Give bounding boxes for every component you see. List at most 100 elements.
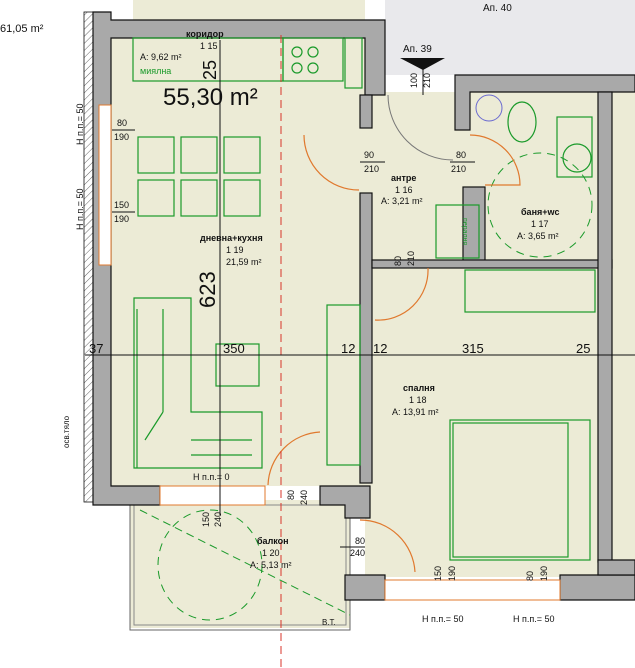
apartment-area: 55,30 m² xyxy=(163,84,258,111)
svg-text:1 20: 1 20 xyxy=(262,548,280,558)
burner-icon xyxy=(291,62,303,74)
door-bedroom[interactable] xyxy=(374,267,429,321)
toilet-icon xyxy=(507,101,537,143)
svg-text:1 17: 1 17 xyxy=(531,219,549,229)
neighbor-floor xyxy=(133,0,365,20)
bed-mattress xyxy=(452,422,569,558)
opening-labels: Н п.п.= 50 80 190 Н п.п.= 50 150 190 90 … xyxy=(75,103,555,624)
corner-sofa xyxy=(133,297,263,469)
svg-text:балкон: балкон xyxy=(257,536,289,546)
svg-text:80: 80 xyxy=(117,118,127,128)
vent-label: осв.тяло xyxy=(62,415,71,448)
svg-text:90: 90 xyxy=(364,150,374,160)
svg-text:Н п.п.= 50: Н п.п.= 50 xyxy=(422,614,464,624)
neighbor-floor-right xyxy=(612,92,635,572)
burner-icon xyxy=(291,46,303,58)
door-balcony-bedroom[interactable] xyxy=(359,519,416,573)
window-left xyxy=(98,104,112,266)
svg-text:240: 240 xyxy=(299,490,309,505)
svg-text:коридор: коридор xyxy=(186,29,224,39)
svg-text:190: 190 xyxy=(447,566,457,581)
svg-text:21,59 m²: 21,59 m² xyxy=(226,257,262,267)
neighbor-area: 61,05 m² xyxy=(0,23,44,35)
svg-text:190: 190 xyxy=(114,132,129,142)
svg-text:190: 190 xyxy=(539,566,549,581)
svg-text:80: 80 xyxy=(355,536,365,546)
svg-text:150: 150 xyxy=(201,512,211,527)
wall xyxy=(597,559,635,576)
washing-machine xyxy=(435,204,480,259)
door-living[interactable] xyxy=(303,134,360,191)
balcony-table-outline xyxy=(157,509,263,621)
svg-text:210: 210 xyxy=(364,164,379,174)
door-balcony-living[interactable] xyxy=(267,431,321,486)
room-entrance: антре 1 16 A: 3,21 m² xyxy=(381,173,423,206)
svg-text:80: 80 xyxy=(525,571,535,581)
svg-text:миялна: миялна xyxy=(140,66,171,76)
window-bedroom xyxy=(384,579,561,601)
svg-text:A: 3,65 m²: A: 3,65 m² xyxy=(517,231,559,241)
door-bath[interactable] xyxy=(469,134,521,186)
svg-text:антре: антре xyxy=(391,173,416,183)
wardrobe xyxy=(464,269,596,313)
svg-text:240: 240 xyxy=(350,548,365,558)
bed xyxy=(449,419,591,561)
wall xyxy=(319,485,371,519)
fridge xyxy=(344,37,363,89)
svg-text:A: 3,21 m²: A: 3,21 m² xyxy=(381,196,423,206)
svg-text:350: 350 xyxy=(223,341,245,356)
svg-text:37: 37 xyxy=(89,341,103,356)
room-corridor: коридор 1 15 A: 9,62 m² миялна xyxy=(140,29,224,76)
washer-label: пералня xyxy=(461,218,468,245)
burner-icon xyxy=(307,62,319,74)
svg-text:80: 80 xyxy=(286,490,296,500)
svg-text:315: 315 xyxy=(462,341,484,356)
svg-text:150: 150 xyxy=(114,200,129,210)
neighbor-apartment-label: Ап. 40 xyxy=(483,3,512,14)
window-living xyxy=(159,485,266,506)
room-bathroom: баня+wc 1 17 A: 3,65 m² xyxy=(517,207,560,241)
entrance-floor xyxy=(360,95,460,265)
svg-text:1 19: 1 19 xyxy=(226,245,244,255)
living-floor xyxy=(111,38,365,486)
svg-text:210: 210 xyxy=(451,164,466,174)
svg-text:25: 25 xyxy=(200,60,220,80)
turning-circle xyxy=(487,152,593,258)
coffee-table xyxy=(215,343,260,387)
burner-icon xyxy=(307,46,319,58)
dining-chairs xyxy=(137,136,261,217)
room-bedroom: спалня 1 18 A: 13,91 m² xyxy=(392,383,439,417)
svg-text:баня+wc: баня+wc xyxy=(521,207,560,217)
svg-text:25: 25 xyxy=(576,341,590,356)
svg-text:A: 13,91 m²: A: 13,91 m² xyxy=(392,407,439,417)
svg-text:1 16: 1 16 xyxy=(395,185,413,195)
svg-text:12: 12 xyxy=(341,341,355,356)
svg-text:Н п.п.= 50: Н п.п.= 50 xyxy=(75,103,85,145)
svg-text:150: 150 xyxy=(433,566,443,581)
svg-text:Н п.п.= 50: Н п.п.= 50 xyxy=(75,188,85,230)
balcony-dashed-line xyxy=(139,509,351,616)
svg-text:240: 240 xyxy=(213,512,223,527)
svg-text:Н п.п.= 50: Н п.п.= 50 xyxy=(513,614,555,624)
svg-text:1 15: 1 15 xyxy=(200,41,218,51)
svg-text:дневна+кухня: дневна+кухня xyxy=(200,233,263,243)
entrance-door[interactable] xyxy=(387,94,454,161)
svg-text:210: 210 xyxy=(406,251,416,266)
room-balcony: балкон 1 20 A: 5,13 m² xyxy=(250,536,292,570)
entrance-door-height: 210 xyxy=(422,73,432,88)
balcony-floor xyxy=(130,500,350,628)
wall xyxy=(359,94,373,129)
stove xyxy=(282,37,344,82)
sink-cabinet xyxy=(556,116,593,178)
bt-label: В.Т. xyxy=(322,618,336,627)
svg-text:623: 623 xyxy=(195,271,220,308)
svg-text:80: 80 xyxy=(393,256,403,266)
svg-text:Н п.п.= 0: Н п.п.= 0 xyxy=(193,472,230,482)
apartment-number: Ап. 39 xyxy=(403,44,432,55)
tv-stand xyxy=(326,304,361,466)
svg-text:12: 12 xyxy=(373,341,387,356)
entrance-door-width: 100 xyxy=(409,73,419,88)
